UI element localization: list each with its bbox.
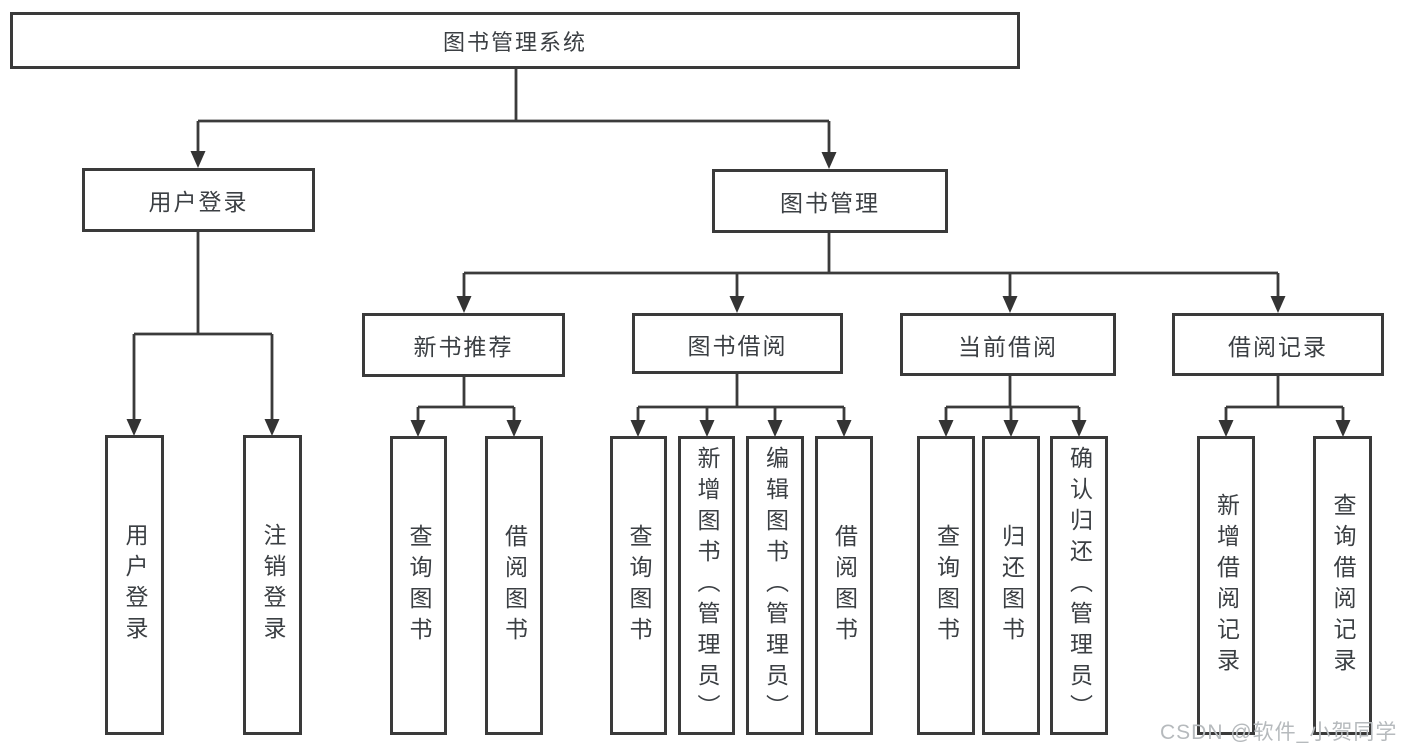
node-label: 查询借阅记录 [1330,492,1356,679]
leaf-query-books-recommend: 查询图书 [390,436,447,735]
node-label: 查询图书 [406,523,432,648]
leaf-user-login: 用户登录 [105,435,164,735]
node-label: 当前借阅 [958,333,1058,360]
node-label: 归还图书 [998,523,1025,648]
leaf-borrow-books-recommend: 借阅图书 [485,436,543,735]
node-label: 用户登录 [122,523,148,647]
node-book-borrowing: 图书借阅 [632,313,843,374]
node-book-management-system: 图书管理系统 [10,12,1020,69]
node-label: 注销登录 [260,523,286,647]
node-book-management: 图书管理 [712,169,948,233]
csdn-watermark: CSDN @软件_小贺同学 [1160,721,1398,744]
leaf-confirm-return-admin: 确认归还（管理员） [1050,436,1108,735]
node-label: 新增借阅记录 [1213,492,1240,679]
node-label: 借阅图书 [501,523,528,648]
node-label: 借阅记录 [1228,333,1328,360]
node-label: 确认归还（管理员） [1066,446,1093,725]
leaf-query-books-borrow: 查询图书 [610,436,667,735]
leaf-query-books-current: 查询图书 [917,436,975,735]
leaf-add-book-admin: 新增图书（管理员） [678,436,735,735]
node-label: 用户登录 [148,189,249,215]
node-borrowing-records: 借阅记录 [1172,313,1384,376]
node-label: 查询图书 [626,523,652,648]
node-label: 查询图书 [933,523,960,648]
node-label: 图书借阅 [687,332,788,359]
node-label: 新增图书（管理员） [694,446,720,725]
node-label: 编辑图书（管理员） [762,446,789,725]
leaf-return-book: 归还图书 [982,436,1040,735]
node-label: 图书管理 [780,190,880,216]
arrowheads [126,151,1351,437]
node-label: 新书推荐 [413,334,514,360]
leaf-query-borrow-record: 查询借阅记录 [1313,436,1372,735]
node-label: 图书管理系统 [442,29,587,55]
node-label: 借阅图书 [831,523,858,648]
node-current-borrowing: 当前借阅 [900,313,1116,376]
node-new-book-recommend: 新书推荐 [362,313,565,377]
leaf-edit-book-admin: 编辑图书（管理员） [746,436,804,735]
leaf-logout: 注销登录 [243,435,302,735]
leaf-borrow-books: 借阅图书 [815,436,873,735]
node-user-login: 用户登录 [82,168,315,232]
leaf-add-borrow-record: 新增借阅记录 [1197,436,1255,735]
